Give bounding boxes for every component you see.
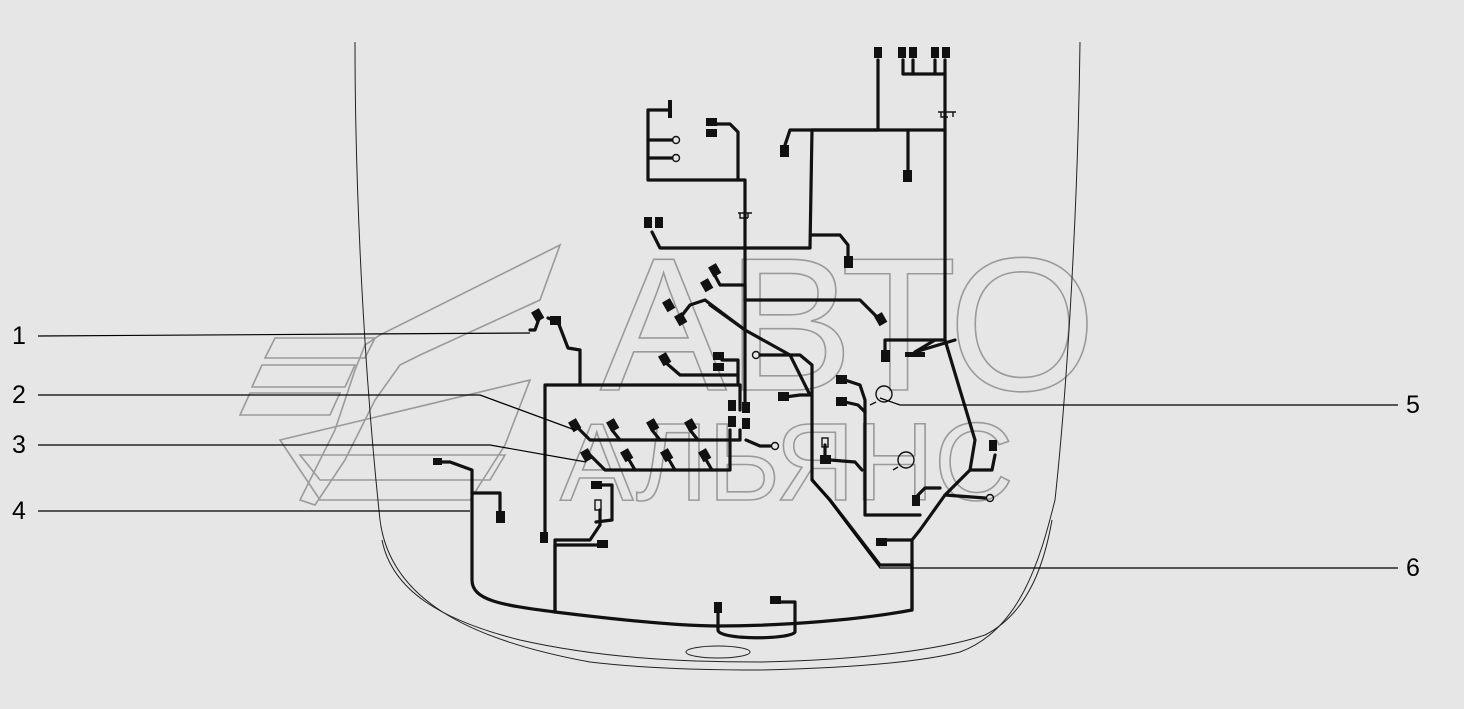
connector <box>903 170 912 182</box>
connector <box>698 448 712 463</box>
vehicle-outline <box>354 41 1081 671</box>
connector <box>646 418 660 433</box>
connector <box>742 402 750 413</box>
callout-6: 6 <box>1406 554 1420 582</box>
callout-1: 1 <box>12 322 26 350</box>
terminals <box>594 100 995 511</box>
connector <box>905 352 925 357</box>
connector <box>820 455 831 464</box>
connector <box>660 448 674 463</box>
connector <box>568 418 582 433</box>
connector <box>540 532 548 543</box>
connector <box>531 308 545 323</box>
connector <box>912 495 920 506</box>
watermark-text: АВТО АЛЬЯНС <box>559 218 1097 525</box>
connector <box>606 418 620 433</box>
connector <box>713 352 724 360</box>
connector <box>658 352 672 367</box>
connector <box>909 47 917 58</box>
connector <box>708 263 722 278</box>
leader-2 <box>38 394 576 431</box>
connector <box>644 217 652 228</box>
connector <box>706 129 717 137</box>
main-harness <box>438 58 997 640</box>
connector <box>770 596 781 604</box>
connector <box>662 298 676 313</box>
connector <box>874 312 888 327</box>
connector <box>706 118 717 126</box>
connector <box>700 278 714 293</box>
connector <box>881 350 890 362</box>
connector <box>778 392 789 401</box>
connector <box>874 47 882 58</box>
connector <box>684 418 698 433</box>
connector <box>714 602 722 613</box>
connector <box>989 440 997 451</box>
callout-5: 5 <box>1406 391 1420 419</box>
callout-4: 4 <box>12 497 26 525</box>
watermark-line2: АЛЬЯНС <box>560 401 1014 524</box>
connector <box>550 316 561 325</box>
connector <box>597 540 608 548</box>
connector <box>655 217 663 228</box>
leader-1 <box>37 332 531 337</box>
connector <box>674 312 688 327</box>
callout-2: 2 <box>12 381 26 409</box>
connector <box>898 47 906 58</box>
connector <box>836 397 847 406</box>
connector <box>931 47 939 58</box>
connector <box>496 511 505 523</box>
connector <box>844 256 853 268</box>
connector <box>728 416 736 427</box>
connector <box>742 418 750 429</box>
leader-5 <box>879 397 1398 406</box>
connector <box>580 448 594 463</box>
connector <box>876 538 887 546</box>
connector <box>620 448 634 463</box>
connector <box>780 145 789 157</box>
connectors <box>433 47 997 613</box>
callout-3: 3 <box>12 431 26 459</box>
leader-lines <box>37 332 1398 569</box>
watermark-logo <box>238 243 562 506</box>
connector <box>591 481 602 489</box>
connector <box>942 47 950 58</box>
leader-3 <box>38 444 587 463</box>
connector <box>836 375 847 384</box>
connector <box>433 458 442 465</box>
leader-6 <box>811 477 1398 569</box>
connector <box>713 363 724 371</box>
connector <box>728 400 736 411</box>
